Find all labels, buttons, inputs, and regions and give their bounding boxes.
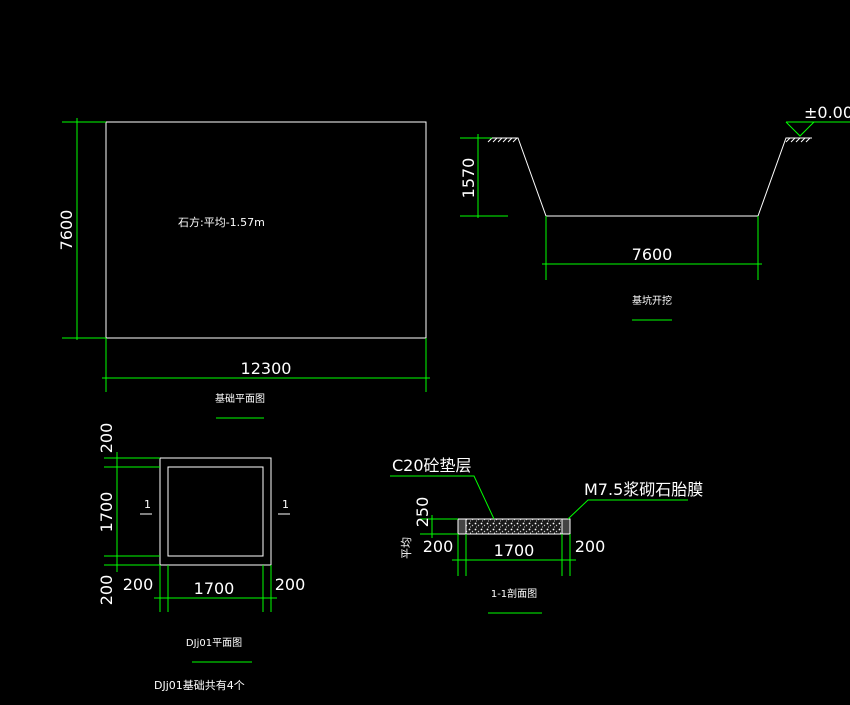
- masonry-right: [561, 518, 571, 535]
- masonry-leader: [567, 499, 688, 520]
- bottom-width-label: 7600: [632, 245, 673, 264]
- detail-height-label: 250: [413, 497, 432, 528]
- pit-profile: [490, 137, 812, 217]
- masonry-label: M7.5浆砌石胎膜: [584, 480, 703, 499]
- footing-mid-label: 1700: [97, 492, 116, 533]
- ground-hatch-left: [487, 137, 518, 143]
- footing-right-label: 200: [275, 575, 306, 594]
- footing-outer: [159, 457, 272, 566]
- level-marker: [785, 121, 815, 137]
- level-label: ±0.00: [804, 103, 850, 122]
- foundation-plan: 7600 12300 石方:平均-1.57m 基础平面图: [57, 118, 430, 419]
- footing-width-label: 1700: [194, 579, 235, 598]
- masonry-left: [457, 518, 467, 535]
- plan-outline: [105, 121, 427, 339]
- plan-note: 石方:平均-1.57m: [178, 215, 265, 229]
- concrete-pad: [457, 518, 571, 535]
- footing-caption: DJj01平面图: [186, 637, 242, 649]
- footing-left-label: 200: [123, 575, 154, 594]
- footing-count-note: DJj01基础共有4个: [154, 678, 245, 692]
- detail-left-label: 200: [423, 537, 454, 556]
- section-detail: C20砼垫层 M7.5浆砌石胎膜 250 平均 200 1700 200 1-1…: [390, 456, 703, 614]
- footing-top-label: 200: [97, 423, 116, 454]
- depth-label: 1570: [459, 158, 478, 199]
- detail-right-label: 200: [575, 537, 606, 556]
- footing-inner: [167, 466, 264, 557]
- section-mark-right: 1: [282, 498, 289, 511]
- plan-width-label: 7600: [57, 210, 76, 251]
- section-mark-left: 1: [144, 498, 151, 511]
- concrete-leader: [390, 475, 495, 520]
- section-caption: 基坑开挖: [632, 294, 672, 307]
- footing-plan: 200 1700 200 200 1700 200 1 1 DJj01平面图 D…: [97, 423, 305, 692]
- detail-caption: 1-1剖面图: [491, 587, 537, 600]
- detail-width-label: 1700: [494, 541, 535, 560]
- excavation-section: ±0.00 1570 7600 基坑开挖: [459, 103, 850, 321]
- detail-floor-label: 平均: [400, 537, 413, 559]
- plan-length-label: 12300: [241, 359, 292, 378]
- ground-hatch-right: [785, 137, 811, 143]
- concrete-label: C20砼垫层: [392, 456, 472, 475]
- footing-bottom-label: 200: [97, 575, 116, 606]
- plan-caption: 基础平面图: [215, 392, 265, 405]
